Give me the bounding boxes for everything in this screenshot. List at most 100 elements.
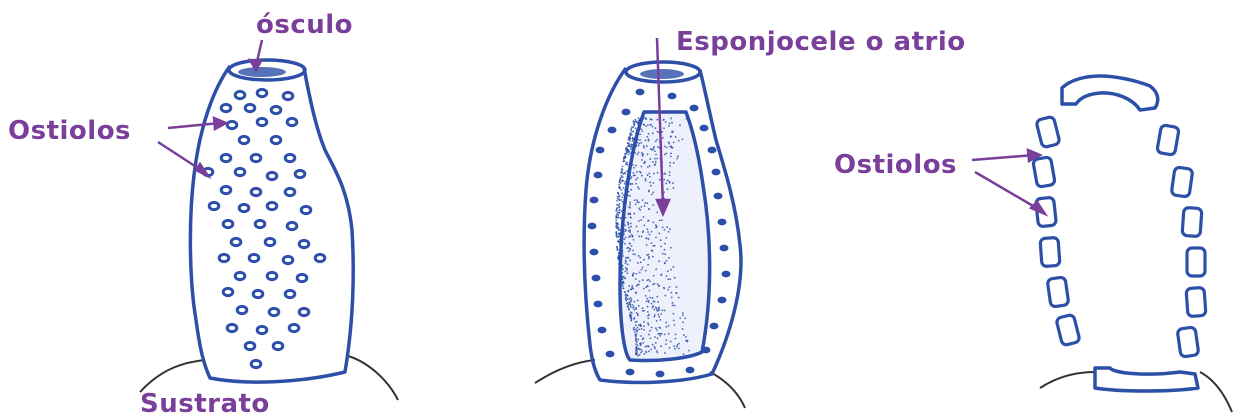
stipple-dot	[672, 131, 674, 133]
stipple-dot	[627, 291, 629, 293]
stipple-dot	[651, 307, 653, 309]
ostiole-pore	[690, 105, 699, 112]
stipple-dot	[622, 265, 624, 267]
stipple-dot	[654, 164, 656, 166]
stipple-dot	[645, 286, 647, 288]
stipple-dot	[669, 165, 671, 167]
stipple-dot	[673, 162, 675, 164]
stipple-dot	[644, 353, 646, 355]
osculum-opening	[238, 67, 286, 77]
stipple-dot	[624, 291, 626, 293]
stipple-dot	[676, 346, 678, 348]
stipple-dot	[625, 163, 627, 165]
stipple-dot	[643, 329, 645, 331]
stipple-dot	[615, 231, 617, 233]
ostiole-pore	[285, 290, 295, 297]
stipple-dot	[629, 195, 631, 197]
stipple-dot	[632, 149, 634, 151]
stipple-dot	[629, 179, 631, 181]
stipple-dot	[652, 344, 654, 346]
stipple-dot	[637, 355, 639, 357]
stipple-dot	[662, 227, 664, 229]
stipple-dot	[619, 233, 621, 235]
stipple-dot	[635, 278, 637, 280]
stipple-dot	[628, 182, 630, 184]
stipple-dot	[652, 256, 654, 258]
stipple-dot	[621, 168, 623, 170]
stipple-dot	[624, 153, 626, 155]
stipple-dot	[624, 214, 626, 216]
stipple-dot	[657, 131, 659, 133]
ostiole-pore	[245, 342, 255, 349]
wall-segment	[1171, 167, 1193, 197]
stipple-dot	[647, 166, 649, 168]
stipple-dot	[658, 327, 660, 329]
stipple-dot	[629, 243, 631, 245]
stipple-dot	[631, 245, 633, 247]
stipple-dot	[668, 125, 670, 127]
stipple-dot	[628, 154, 630, 156]
stipple-dot	[619, 187, 621, 189]
stipple-dot	[654, 347, 656, 349]
stipple-dot	[658, 309, 660, 311]
stipple-dot	[628, 257, 630, 259]
stipple-dot	[619, 203, 621, 205]
ostiole-pore	[237, 306, 247, 313]
stipple-dot	[657, 146, 659, 148]
stipple-dot	[648, 350, 650, 352]
ostiole-pore	[249, 254, 259, 261]
label-ostiolos-left: Ostiolos	[8, 118, 131, 144]
stipple-dot	[643, 288, 645, 290]
stipple-dot	[616, 209, 618, 211]
stipple-dot	[663, 119, 665, 121]
stipple-dot	[630, 223, 632, 225]
stipple-dot	[628, 176, 630, 178]
stipple-dot	[620, 189, 622, 191]
stipple-dot	[619, 229, 621, 231]
stipple-dot	[678, 348, 680, 350]
stipple-dot	[635, 127, 637, 129]
stipple-dot	[634, 331, 636, 333]
ostiole-pore	[287, 222, 297, 229]
stipple-dot	[632, 275, 634, 277]
stipple-dot	[664, 253, 666, 255]
stipple-dot	[658, 260, 660, 262]
stipple-dot	[622, 173, 624, 175]
stipple-dot	[618, 212, 620, 214]
ostiole-pore	[714, 193, 723, 200]
stipple-dot	[624, 224, 626, 226]
stipple-dot	[653, 147, 655, 149]
stipple-dot	[648, 133, 650, 135]
stipple-dot	[654, 150, 656, 152]
wall-segment	[1033, 157, 1056, 188]
stipple-dot	[638, 284, 640, 286]
stipple-dot	[627, 194, 629, 196]
ostiole-pore	[227, 121, 237, 128]
ostiole-pore	[710, 323, 719, 330]
stipple-dot	[669, 228, 671, 230]
stipple-dot	[634, 174, 636, 176]
stipple-dot	[662, 253, 664, 255]
stipple-dot	[618, 198, 620, 200]
wall-segment	[1047, 277, 1069, 307]
stipple-dot	[623, 276, 625, 278]
stipple-dot	[619, 186, 621, 188]
stipple-dot	[653, 275, 655, 277]
stipple-dot	[630, 316, 632, 318]
stipple-dot	[617, 211, 619, 213]
stipple-dot	[647, 220, 649, 222]
stipple-dot	[633, 327, 635, 329]
stipple-dot	[656, 310, 658, 312]
ostiole-pore	[221, 186, 231, 193]
stipple-dot	[663, 127, 665, 129]
stipple-dot	[649, 280, 651, 282]
stipple-dot	[630, 176, 632, 178]
stipple-dot	[630, 300, 632, 302]
ostiole-pore	[221, 154, 231, 161]
stipple-dot	[636, 121, 638, 123]
stipple-dot	[641, 236, 643, 238]
ostiole-pore	[590, 249, 599, 256]
stipple-dot	[679, 124, 681, 126]
stipple-dot	[657, 337, 659, 339]
stipple-dot	[651, 327, 653, 329]
